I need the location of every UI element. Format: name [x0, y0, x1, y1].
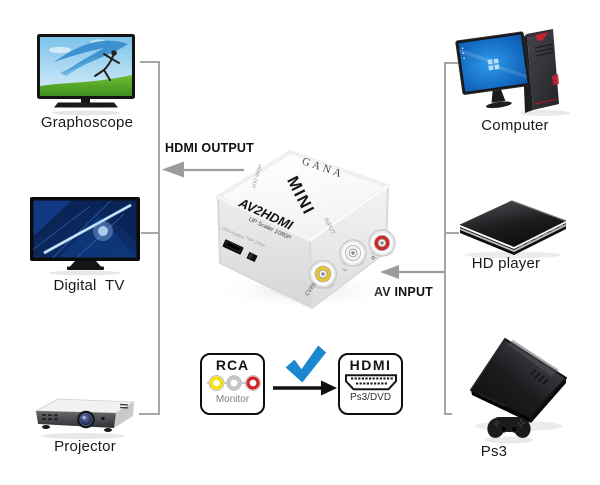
- hdmi-output-label: HDMI OUTPUT: [165, 141, 254, 155]
- hd-player-icon: [459, 200, 567, 259]
- graphoscope-icon: [37, 34, 135, 116]
- rca-plug-yellow: [209, 376, 224, 390]
- rca-legend-box: RCA Monitor: [200, 353, 265, 415]
- jack-cvbs: [308, 259, 338, 289]
- resolution-switch: [246, 251, 258, 263]
- jack-r-label: R: [371, 255, 378, 262]
- usb-port: [222, 239, 244, 255]
- hdmi-legend-box: HDMI Ps3/DVD: [338, 353, 403, 415]
- hdmi-legend-caption: Ps3/DVD: [349, 392, 392, 403]
- hd-player-label: HD player: [471, 255, 541, 272]
- jack-l-label: L: [342, 266, 349, 272]
- hdmi-legend-title: HDMI: [349, 357, 392, 373]
- digital-tv-icon: [30, 197, 140, 276]
- rca-plug-white: [227, 376, 241, 390]
- digital-tv-label: Digital TV: [53, 277, 125, 294]
- rca-legend-title: RCA: [215, 357, 250, 373]
- jack-r: [368, 229, 396, 257]
- rca-plugs-icon: [207, 375, 261, 391]
- arrow-icon: [273, 380, 337, 396]
- av-input-arrowhead: [380, 265, 399, 279]
- hdmi-connector-icon: [344, 374, 397, 391]
- rca-plug-red: [246, 376, 260, 390]
- projector-lens: [77, 410, 95, 429]
- projector-icon: [34, 398, 136, 439]
- ps3-label: Ps3: [480, 443, 508, 460]
- check-icon: [285, 345, 327, 383]
- computer-label: Computer: [481, 117, 549, 134]
- converter-image: GANA HDMI OUT MINI AV2HDMI UP Scaler 108…: [211, 150, 396, 310]
- rca-legend-caption: Monitor: [215, 394, 250, 405]
- ps3-controller: [485, 417, 533, 444]
- graphoscope-label: Graphoscope: [40, 114, 134, 131]
- jack-l: [339, 239, 367, 267]
- computer-icon: [455, 29, 570, 116]
- hdmi-output-arrowhead: [162, 161, 184, 178]
- jumping-person: [94, 50, 120, 81]
- ps3-icon: [470, 338, 567, 444]
- projector-label: Projector: [54, 438, 116, 455]
